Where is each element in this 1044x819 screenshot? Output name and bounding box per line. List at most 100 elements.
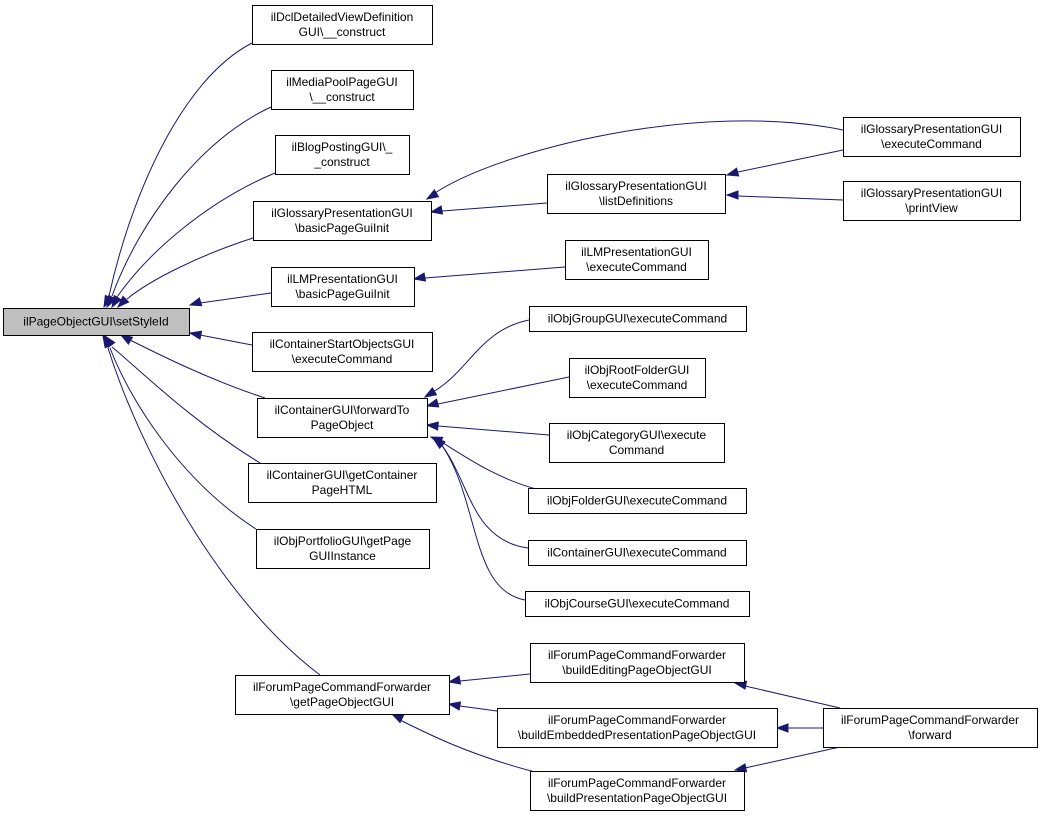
node-box[interactable] xyxy=(271,267,415,307)
node-forum_pres[interactable]: ilForumPageCommandForwarder\buildPresent… xyxy=(530,771,745,811)
edge-glos_exec-to-glos_basic xyxy=(425,120,844,200)
node-label-line: \listDefinitions xyxy=(599,194,673,208)
arrowhead-icon xyxy=(725,190,739,200)
node-label-line: \basicPageGuiInit xyxy=(295,221,390,235)
node-glos_print[interactable]: ilGlossaryPresentationGUI\printView xyxy=(843,181,1021,221)
node-label-line: ilObjFolderGUI\executeCommand xyxy=(547,494,727,508)
node-box[interactable] xyxy=(252,5,433,45)
node-box[interactable] xyxy=(252,332,433,372)
arrowhead-icon xyxy=(111,294,122,309)
node-box[interactable] xyxy=(497,708,778,748)
node-label-line: \basicPageGuiInit xyxy=(295,287,390,301)
node-glos_exec[interactable]: ilGlossaryPresentationGUI\executeCommand xyxy=(843,117,1021,157)
node-label-line: GUI\__construct xyxy=(299,25,386,39)
nodes-layer: ilPageObjectGUI\setStyleId ilDclDetailedV… xyxy=(3,5,1038,811)
edge-line xyxy=(439,442,529,549)
node-box[interactable] xyxy=(3,308,190,336)
edge-mediapool-to-root xyxy=(106,106,272,309)
node-label-line: _construct xyxy=(313,155,370,169)
edge-forum_embed-to-forum_get xyxy=(447,701,498,712)
node-box[interactable] xyxy=(271,70,414,110)
arrowhead-icon xyxy=(412,272,427,282)
node-course_exec[interactable]: ilObjCourseGUI\executeCommand xyxy=(525,591,750,617)
edge-line xyxy=(399,719,536,773)
edge-cont_fwd-to-root xyxy=(119,334,266,399)
node-label-line: ilGlossaryPresentationGUI xyxy=(565,179,706,193)
node-mediapool[interactable]: ilMediaPoolPageGUI\__construct xyxy=(271,70,414,110)
node-box[interactable] xyxy=(275,135,410,175)
node-cont_start[interactable]: ilContainerStartObjectsGUI\executeComman… xyxy=(252,332,433,372)
node-box[interactable] xyxy=(248,463,437,503)
edge-forum_forward-to-forum_pres xyxy=(733,746,841,773)
arrowhead-icon xyxy=(429,205,444,215)
node-box[interactable] xyxy=(565,240,709,280)
node-root_exec[interactable]: ilObjRootFolderGUI\executeCommand xyxy=(569,358,706,398)
node-label-line: ilForumPageCommandForwarder xyxy=(548,713,726,727)
node-box[interactable] xyxy=(235,675,450,715)
node-lm_basic[interactable]: ilLMPresentationGUI\basicPageGuiInit xyxy=(271,267,415,307)
node-label-line: ilLMPresentationGUI xyxy=(581,245,692,259)
arrowhead-icon xyxy=(733,763,748,773)
node-box[interactable] xyxy=(525,591,750,617)
node-label-line: ilObjRootFolderGUI xyxy=(585,363,690,377)
node-blog[interactable]: ilBlogPostingGUI\__construct xyxy=(275,135,410,175)
node-forum_embed[interactable]: ilForumPageCommandForwarder\buildEmbedde… xyxy=(497,708,778,748)
arrowhead-icon xyxy=(432,437,446,450)
node-lm_exec[interactable]: ilLMPresentationGUI\executeCommand xyxy=(565,240,709,280)
node-label-line: ilMediaPoolPageGUI xyxy=(286,75,397,89)
arrowhead-icon xyxy=(725,167,740,177)
node-root[interactable]: ilPageObjectGUI\setStyleId xyxy=(3,308,190,336)
node-box[interactable] xyxy=(843,181,1021,221)
node-box[interactable] xyxy=(843,117,1021,157)
edge-lm_basic-to-root xyxy=(188,292,272,307)
edge-line xyxy=(424,266,566,279)
node-group_exec[interactable]: ilObjGroupGUI\executeCommand xyxy=(529,306,747,332)
node-glos_list[interactable]: ilGlossaryPresentationGUI\listDefinition… xyxy=(547,174,726,214)
edge-line xyxy=(737,195,844,201)
edge-line xyxy=(199,334,253,346)
node-folder_exec[interactable]: ilObjFolderGUI\executeCommand xyxy=(528,488,747,514)
edge-line xyxy=(437,376,570,405)
edge-line xyxy=(111,346,261,464)
node-label-line: \forward xyxy=(908,728,951,742)
edge-line xyxy=(459,673,531,682)
edge-forum_forward-to-forum_edit xyxy=(733,680,841,709)
node-forum_forward[interactable]: ilForumPageCommandForwarder\forward xyxy=(823,708,1038,748)
node-box[interactable] xyxy=(528,488,747,514)
edge-line xyxy=(441,202,548,212)
node-dcl[interactable]: ilDclDetailedViewDefinitionGUI\__constru… xyxy=(252,5,433,45)
node-box[interactable] xyxy=(530,771,745,811)
edge-line xyxy=(107,347,321,676)
node-box[interactable] xyxy=(253,201,432,241)
node-glos_basic[interactable]: ilGlossaryPresentationGUI\basicPageGuiIn… xyxy=(253,201,432,241)
edge-lm_exec-to-lm_basic xyxy=(412,266,566,282)
node-box[interactable] xyxy=(823,708,1038,748)
node-box[interactable] xyxy=(547,174,726,214)
node-label-line: ilForumPageCommandForwarder xyxy=(253,680,431,694)
node-label-line: \executeCommand xyxy=(292,352,393,366)
arrowhead-icon xyxy=(447,675,462,685)
node-box[interactable] xyxy=(256,529,430,569)
node-forum_get[interactable]: ilForumPageCommandForwarder\getPageObjec… xyxy=(235,675,450,715)
node-box[interactable] xyxy=(569,358,706,398)
node-box[interactable] xyxy=(529,306,747,332)
node-cont_exec[interactable]: ilContainerGUI\executeCommand xyxy=(528,540,747,566)
node-cat_exec[interactable]: ilObjCategoryGUI\executeCommand xyxy=(549,423,725,463)
node-box[interactable] xyxy=(549,423,725,463)
node-box[interactable] xyxy=(530,643,745,683)
node-label-line: \getPageObjectGUI xyxy=(290,695,394,709)
node-box[interactable] xyxy=(528,540,747,566)
node-forum_edit[interactable]: ilForumPageCommandForwarder\buildEditing… xyxy=(530,643,745,683)
node-label-line: \buildPresentationPageObjectGUI xyxy=(547,791,727,805)
arrowhead-icon xyxy=(188,330,203,340)
edge-line xyxy=(116,172,276,298)
node-box[interactable] xyxy=(257,398,428,438)
arrowhead-icon xyxy=(425,421,439,431)
arrowhead-icon xyxy=(188,297,203,307)
node-label-line: \executeCommand xyxy=(881,137,982,151)
edge-line xyxy=(109,347,257,530)
